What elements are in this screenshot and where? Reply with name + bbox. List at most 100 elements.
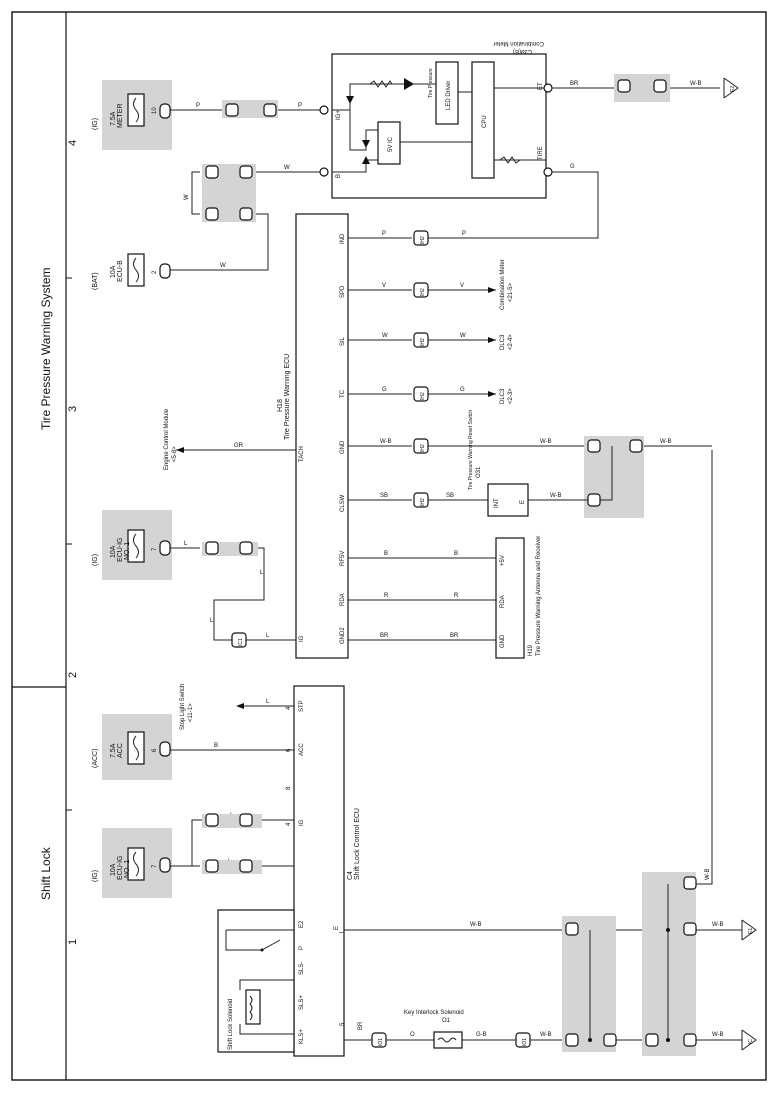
wire-sb-clsw: SB	[380, 493, 388, 499]
tpw-pin-tc: TC	[340, 389, 346, 398]
ground-e2: E2	[730, 86, 736, 92]
dlc3-a-ref: <2-3>	[508, 388, 514, 404]
pin-e: E	[334, 926, 340, 930]
wire-br-gnd2-b: BR	[450, 633, 459, 639]
tpw-pin-sil: SIL	[340, 336, 346, 346]
fuse-2-line-2: ACC	[117, 743, 124, 758]
fuse-1-line-2: ECU-IG	[117, 856, 124, 881]
antenna-name: Tire Pressure Warning Antenna and Receiv…	[536, 536, 542, 656]
wire-r-rda-b: R	[454, 593, 459, 599]
wire-b-rf5v-b: B	[454, 551, 458, 557]
fuse-5-line-2: METER	[117, 104, 124, 129]
tpw-pin-spd: SPD	[340, 285, 346, 298]
key-interlock-row: IO1 BR O1 Key Interlock Solenoid O G-B I…	[344, 1010, 742, 1049]
wire-gr-tach: GR	[234, 443, 244, 449]
tpw-ecu-name: Tire Pressure Warning ECU	[284, 354, 291, 440]
tpw-pin-gnd2: GND2	[340, 627, 346, 644]
fuse-1-conn: 7	[152, 864, 158, 868]
shift-lock-solenoid-box: Shift Lock Solenoid	[217, 909, 295, 1053]
fuse-4-conn: 2	[152, 270, 158, 274]
wire-p-meter-2: P	[298, 103, 302, 109]
wire-gb-interlock: G-B	[476, 1032, 487, 1038]
wire-br-et: BR	[570, 81, 579, 87]
conn-ih2-tc: IH2	[420, 392, 426, 400]
wire-sb-clsw-b: SB	[446, 493, 454, 499]
shift-lock-ecu-id: C4	[347, 871, 354, 880]
fuse-acc: (ACC) 7.5A ACC 6	[92, 714, 172, 780]
wire-o-interlock: O	[410, 1032, 415, 1038]
off-page-refs: DLC3 <2-3> DLC3 <2-4> Combination Meter …	[500, 259, 514, 404]
solenoid-label: Shift Lock Solenoid	[228, 999, 234, 1050]
pin-acc: ACC	[299, 743, 305, 756]
grid-num-1: 1	[67, 939, 79, 945]
wire-p-ind: P	[382, 231, 386, 237]
pin-num-e: 1	[340, 930, 346, 934]
wire-wb-gnd-b: W-B	[540, 439, 552, 445]
wire-br-kls: BR	[358, 1021, 364, 1030]
engine-ecm-ref: Engine Control Module	[164, 408, 170, 470]
fuse-5-conn: 10	[152, 107, 158, 114]
wire-wb-g2: W-B	[712, 1032, 724, 1038]
grid-num-4: 4	[67, 140, 79, 146]
fuse-4-power: (BAT)	[92, 272, 99, 290]
tpw-pin-rda: RDA	[340, 593, 346, 606]
meter-et: ET	[538, 82, 544, 90]
pin-ig: IG	[299, 819, 305, 826]
wire-g-tc: G	[382, 387, 387, 393]
wire-p-ind-b: P	[462, 231, 466, 237]
wire-wb-g1: W-B	[712, 922, 724, 928]
conn-ih2-ind: IH2	[420, 236, 426, 244]
conn-io1-a: IO1	[378, 1038, 384, 1046]
meter-cpu: CPU	[482, 115, 488, 128]
dlc3-b-ref: <2-4>	[508, 334, 514, 350]
wire-br-gnd2: BR	[380, 633, 389, 639]
reset-pin-e: E	[520, 500, 526, 504]
wire-g-tire: G	[570, 164, 575, 170]
fuse-bat: (BAT) 10A ECU-B 2	[92, 253, 171, 290]
tpw-ecu: H18 Tire Pressure Warning ECU GND2 RDA R…	[277, 213, 349, 659]
combo-meter-ref-code: <21-5>	[508, 282, 514, 302]
wire-l-ig-4: L	[266, 633, 270, 639]
conn-ih2-gnd: IH2	[420, 444, 426, 452]
wire-wb-1: W-B	[540, 1032, 552, 1038]
pin-sls-plus: SLS+	[299, 995, 305, 1010]
meter-5v-ic: 5V IC	[388, 136, 394, 152]
pin-kls: KLS+	[299, 1029, 305, 1044]
dlc3-b: DLC3	[500, 334, 506, 350]
shift-lock-connectors	[202, 813, 262, 874]
meter-tire-pressure: Tire Pressure	[428, 68, 434, 98]
wire-wb-et: W-B	[690, 81, 702, 87]
wire-wb-vert: W-B	[705, 868, 711, 880]
wire-w-sil: W	[382, 333, 388, 339]
combo-meter-ref: Combination Meter	[500, 259, 506, 310]
meter-name: Combination Meter	[493, 40, 544, 46]
pin-num-ig2: 8	[286, 786, 292, 790]
fuse-shift-lock-ig: (IG) 10A ECU-IG NO. 1 7	[92, 828, 172, 898]
wire-w-sil-b: W	[460, 333, 466, 339]
fuse-2-power: (ACC)	[92, 749, 99, 768]
grid-num-3: 3	[67, 406, 79, 412]
fuse-2-conn: 6	[152, 748, 158, 752]
pin-e2: E2	[299, 920, 305, 928]
conn-ih2-spd: IH2	[420, 288, 426, 296]
grid-num-2: 2	[67, 672, 79, 678]
tpw-pin-clsw: CLSW	[340, 494, 346, 512]
meter-ig: IG+	[336, 110, 342, 120]
tpw-pin-ig: IG	[299, 635, 305, 642]
shift-lock-ecu-name: Shift Lock Control ECU	[354, 808, 361, 880]
tpw-pin-ind: IND	[340, 233, 346, 244]
fuse-tpws-ig: (IG) 10A ECU-IG NO. 1 7	[92, 510, 172, 580]
pin-stp: STP	[299, 700, 305, 712]
antenna-id: H19	[528, 644, 534, 656]
meter-id: C39(B)	[513, 48, 532, 54]
reset-switch: INT E O31 Tire Pressure Warning Reset Sw…	[468, 410, 529, 517]
antenna-pin-5v: +5V	[500, 555, 506, 566]
wire-l-ig-3: L	[210, 618, 214, 624]
meter-b: B	[336, 174, 342, 178]
wire-r-rda: R	[384, 593, 389, 599]
pin-p: P	[299, 946, 305, 950]
tpw-ecu-id: H18	[277, 399, 284, 412]
wire-b-rf5v: B	[384, 551, 388, 557]
wire-wb-gnd: W-B	[380, 439, 392, 445]
